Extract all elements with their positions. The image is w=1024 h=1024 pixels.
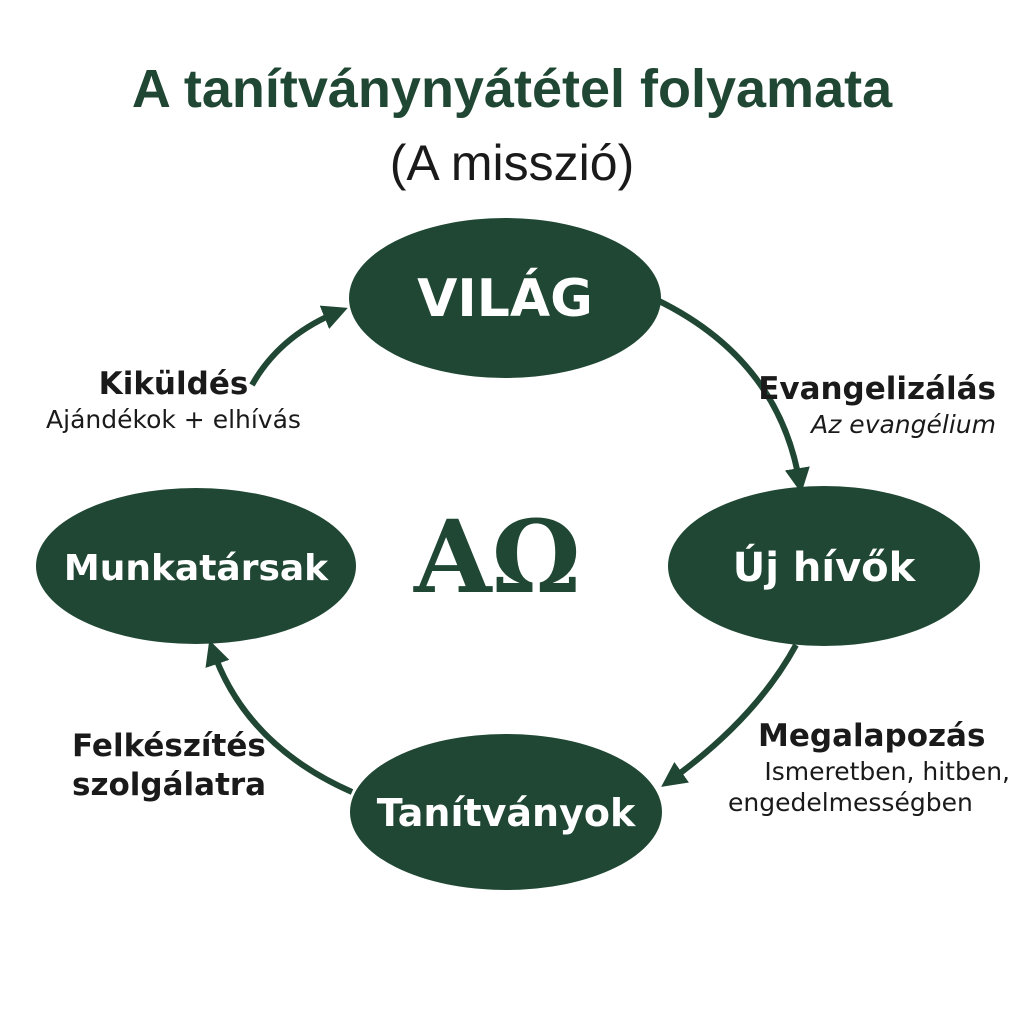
alpha-omega-symbol: AΩ [414, 498, 581, 616]
node-uj-hivok: Új hívők [668, 486, 980, 646]
step-kikuldes-label: Kiküldés [98, 366, 249, 402]
step-kikuldes: Kiküldés Ajándékok + elhívás [36, 365, 311, 435]
diagram-title: A tanítványnyátétel folyamata [131, 59, 893, 119]
node-munkatarsak: Munkatársak [36, 488, 356, 644]
step-megalapozas: Megalapozás Ismeretben, hitben, engedelm… [728, 717, 1010, 818]
node-tanitvanyok: Tanítványok [350, 734, 662, 890]
node-vilag-label: VILÁG [417, 268, 593, 329]
step-felkeszites-label: Felkészítés [72, 728, 266, 764]
step-kikuldes-desc: Ajándékok + elhívás [46, 404, 301, 434]
step-megalapozas-label: Megalapozás [758, 718, 986, 754]
node-uj-hivok-label: Új hívők [733, 543, 917, 591]
step-megalapozas-desc-line2: engedelmességben [728, 788, 973, 817]
node-tanitvanyok-label: Tanítványok [377, 791, 636, 835]
arrow-uj-hivok-to-tanitvanyok [661, 643, 799, 787]
node-munkatarsak-label: Munkatársak [64, 548, 329, 589]
step-evangelizalas: Evangelizálás Az evangélium [758, 370, 996, 440]
diagram-subtitle: (A misszió) [389, 135, 635, 191]
arrow-munkatarsak-to-vilag [249, 305, 348, 387]
step-evangelizalas-desc: Az evangélium [811, 409, 996, 439]
arrow-tanitvanyok-to-munkatarsak [205, 640, 354, 795]
arrow-vilag-to-uj-hivok [655, 297, 810, 494]
step-felkeszites: Felkészítés szolgálatra [72, 727, 266, 805]
step-evangelizalas-label: Evangelizálás [758, 371, 996, 407]
node-vilag: VILÁG [349, 218, 661, 378]
step-megalapozas-desc-line1: Ismeretben, hitben, [764, 756, 1010, 786]
step-felkeszites-desc: szolgálatra [72, 766, 267, 803]
